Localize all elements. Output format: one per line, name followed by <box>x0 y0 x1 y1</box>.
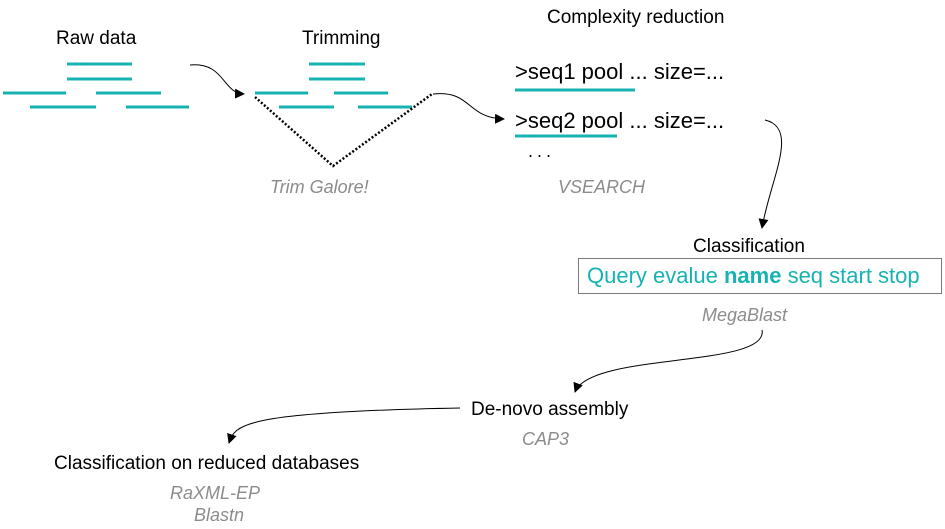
arrow-raw-to-trim <box>189 64 245 99</box>
query-field-name: name <box>723 263 782 288</box>
trimmed-reads <box>255 62 412 109</box>
classification-label: Classification <box>693 236 805 257</box>
blastn-tool-label: Blastn <box>194 505 245 525</box>
arrow-assembly-to-final <box>227 407 461 444</box>
final-classification-label: Classification on reduced databases <box>54 453 360 474</box>
cap3-tool-label: CAP3 <box>522 429 570 449</box>
raw-data-label: Raw data <box>56 28 137 49</box>
seq1-header: >seq1 pool ... size=... <box>515 59 725 84</box>
query-fields-after: seq start stop <box>781 263 920 288</box>
raw-reads <box>3 62 189 109</box>
query-fields-before: Query evalue <box>587 263 724 288</box>
trim-galore-tool-label: Trim Galore! <box>270 177 369 197</box>
trim-wedge <box>254 92 433 168</box>
de-novo-assembly-label: De-novo assembly <box>471 399 629 420</box>
trimming-label: Trimming <box>302 28 381 49</box>
blast-output-format-box: Query evalue name seq start stop <box>578 258 942 294</box>
arrow-trim-to-vsearch <box>432 93 505 124</box>
raxml-ep-tool-label: RaXML-EP <box>170 483 261 503</box>
arrow-classification-to-assembly <box>573 329 763 393</box>
sequence-ellipsis: ... <box>528 141 556 161</box>
vsearch-tool-label: VSEARCH <box>558 177 646 197</box>
seq2-header: >seq2 pool ... size=... <box>515 108 725 133</box>
complexity-reduction-label: Complexity reduction <box>547 7 725 28</box>
megablast-tool-label: MegaBlast <box>702 305 788 325</box>
arrow-vsearch-to-classification <box>758 119 782 229</box>
